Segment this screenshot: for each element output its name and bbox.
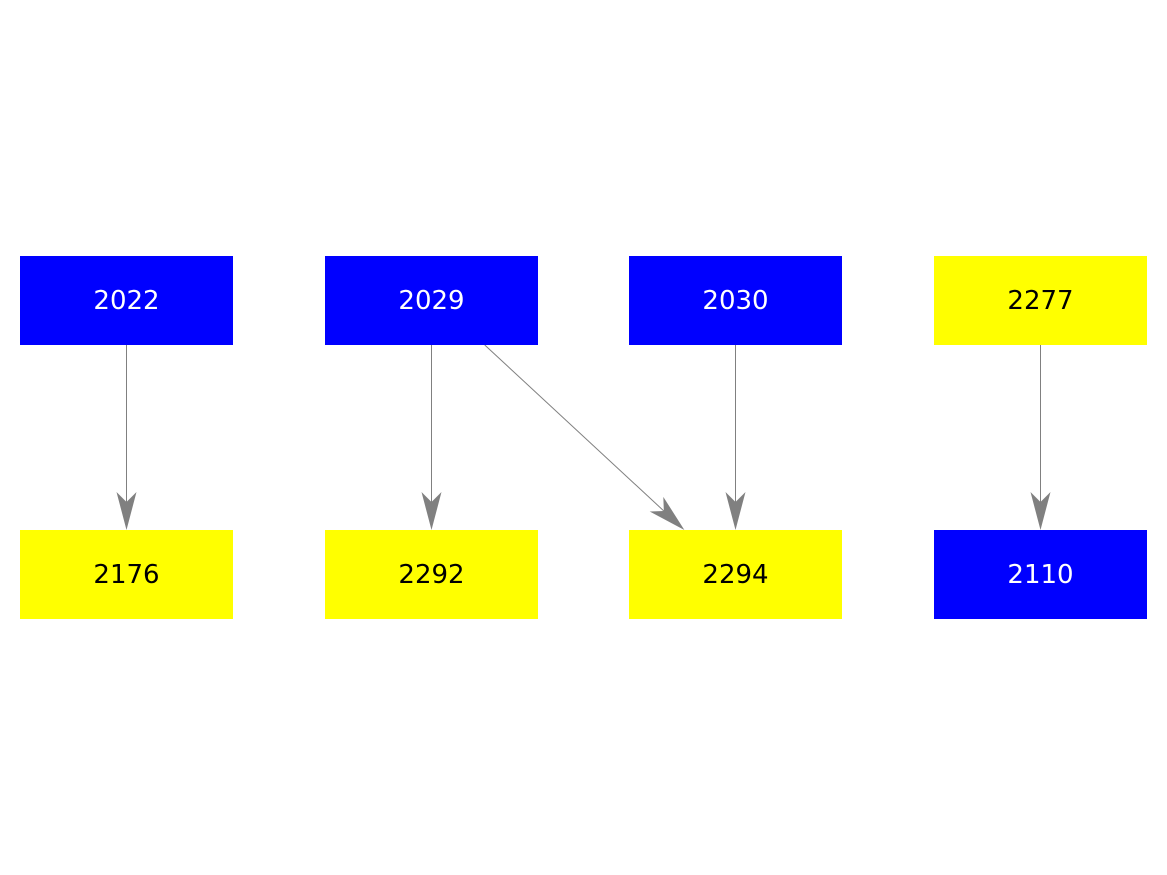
node-label: 2292 — [398, 559, 465, 590]
arrowhead-icon — [116, 492, 137, 530]
node-label: 2176 — [93, 559, 160, 590]
arrowhead-icon — [725, 492, 746, 530]
edge-line — [484, 344, 665, 512]
node-label: 2277 — [1007, 285, 1074, 316]
node-label: 2030 — [702, 285, 769, 316]
arrowhead-icon — [421, 492, 442, 530]
node-2294[interactable]: 2294 — [629, 530, 842, 619]
node-2277[interactable]: 2277 — [934, 256, 1147, 345]
arrowhead-icon — [649, 496, 685, 530]
node-label: 2029 — [398, 285, 465, 316]
node-2110[interactable]: 2110 — [934, 530, 1147, 619]
node-2030[interactable]: 2030 — [629, 256, 842, 345]
arrowhead-icon — [1030, 492, 1051, 530]
node-2176[interactable]: 2176 — [20, 530, 233, 619]
node-label: 2022 — [93, 285, 160, 316]
node-2292[interactable]: 2292 — [325, 530, 538, 619]
node-2029[interactable]: 2029 — [325, 256, 538, 345]
node-label: 2294 — [702, 559, 769, 590]
node-2022[interactable]: 2022 — [20, 256, 233, 345]
node-label: 2110 — [1007, 559, 1074, 590]
